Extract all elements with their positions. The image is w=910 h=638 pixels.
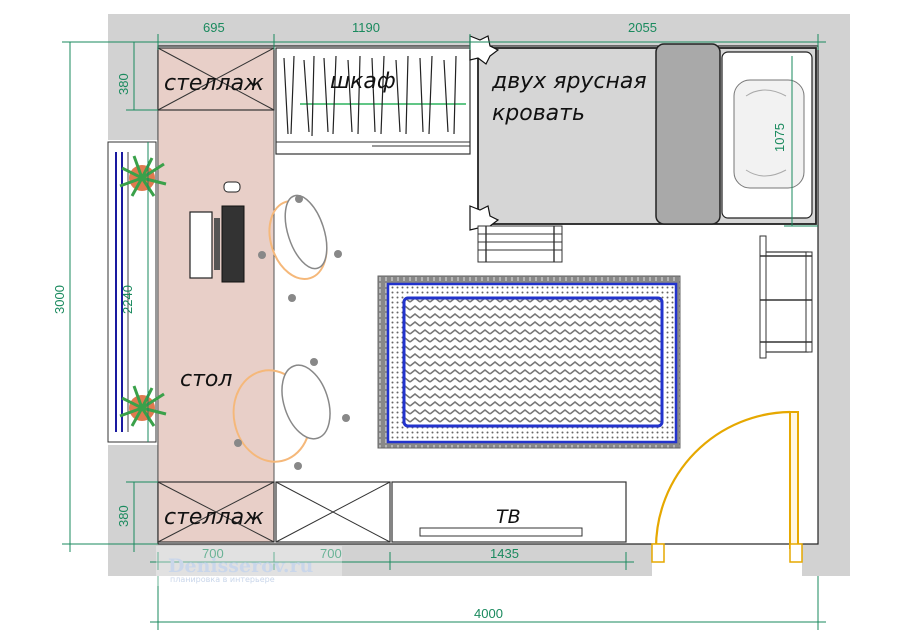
wardrobe (275, 47, 471, 155)
tv-label: ТВ (496, 506, 521, 528)
svg-text:Denisserov.ru: Denisserov.ru (168, 555, 314, 577)
dim-bottom-2: 700 (320, 546, 342, 561)
bed-label-line1: двух ярусная (491, 69, 647, 94)
bed-post-icon (469, 35, 500, 65)
watermark-logo: Denisserov.ru планировка в интерьере (156, 546, 342, 586)
dim-bottom-3: 1435 (490, 546, 519, 561)
dim-bed-width: 1075 (772, 123, 787, 152)
bunk-bed (469, 35, 817, 235)
cabinet-bottom (275, 481, 391, 543)
computer-icon (189, 181, 245, 283)
bed-ladder (477, 225, 563, 263)
desk (157, 109, 275, 483)
tv-stand (391, 481, 627, 543)
dim-top-right: 2055 (628, 20, 657, 35)
chair-bottom (232, 358, 350, 470)
desk-label: стол (180, 367, 232, 392)
dim-top-left: 695 (203, 20, 225, 35)
rack-top (157, 47, 275, 111)
svg-text:планировка в интерьере: планировка в интерьере (170, 575, 275, 584)
dim-window-width: 2240 (120, 285, 135, 314)
dimension-lines (62, 34, 826, 630)
dim-left-bottom: 380 (116, 505, 131, 527)
rack-bottom (157, 481, 275, 543)
dim-bottom-1: 700 (202, 546, 224, 561)
rack-bottom-label: стеллаж (164, 505, 264, 530)
dim-left-top: 380 (116, 73, 131, 95)
dim-left-total: 3000 (52, 285, 67, 314)
wardrobe-label: шкаф (330, 69, 396, 94)
rack-top-label: стеллаж (164, 71, 264, 96)
dim-top-middle: 1190 (352, 20, 380, 35)
side-shelf (759, 235, 813, 359)
rug (377, 275, 681, 449)
door (651, 410, 803, 563)
chair-top (258, 194, 342, 302)
bed-label-line2: кровать (492, 101, 585, 126)
dim-bottom-total: 4000 (474, 606, 503, 621)
